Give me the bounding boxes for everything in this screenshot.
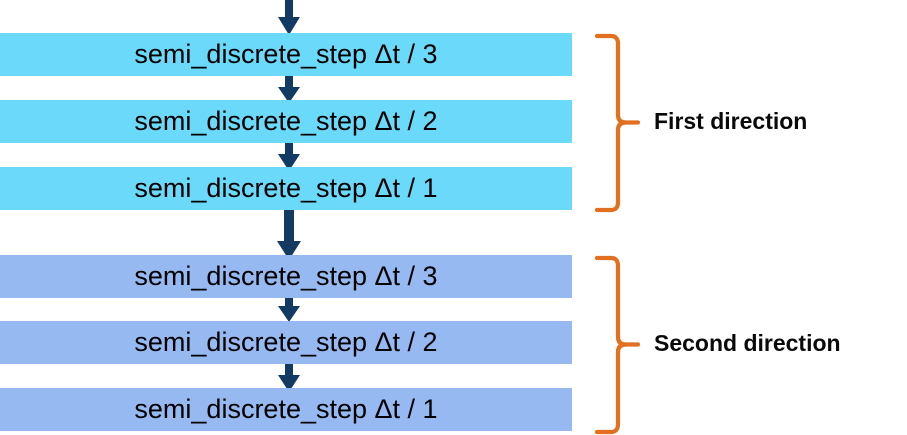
- arrow-first-step3-to-step2: [274, 74, 304, 104]
- arrow-second-step3-to-step2: [274, 293, 304, 323]
- brace-second-direction: [593, 255, 648, 435]
- step-box-second-dt3[interactable]: semi_discrete_step Δt / 3: [0, 255, 572, 298]
- arrow-into-first-step: [274, 0, 304, 36]
- step-box-first-dt1[interactable]: semi_discrete_step Δt / 1: [0, 167, 572, 210]
- arrow-first-to-second-direction: [273, 203, 305, 261]
- step-box-second-dt2[interactable]: semi_discrete_step Δt / 2: [0, 321, 572, 364]
- step-label: semi_discrete_step Δt / 3: [134, 39, 438, 69]
- group-label-first-direction: First direction: [654, 108, 808, 134]
- step-label: semi_discrete_step Δt / 1: [134, 394, 438, 424]
- step-label: semi_discrete_step Δt / 2: [134, 327, 438, 357]
- step-label: semi_discrete_step Δt / 2: [134, 106, 438, 136]
- group-label-second-direction: Second direction: [654, 330, 841, 356]
- arrow-second-step2-to-step1: [274, 361, 304, 393]
- step-label: semi_discrete_step Δt / 1: [134, 173, 438, 203]
- brace-first-direction: [593, 33, 648, 213]
- arrow-first-step2-to-step1: [274, 140, 304, 172]
- step-box-first-dt3[interactable]: semi_discrete_step Δt / 3: [0, 33, 572, 76]
- step-label: semi_discrete_step Δt / 3: [134, 261, 438, 291]
- step-box-second-dt1[interactable]: semi_discrete_step Δt / 1: [0, 388, 572, 431]
- step-box-first-dt2[interactable]: semi_discrete_step Δt / 2: [0, 100, 572, 143]
